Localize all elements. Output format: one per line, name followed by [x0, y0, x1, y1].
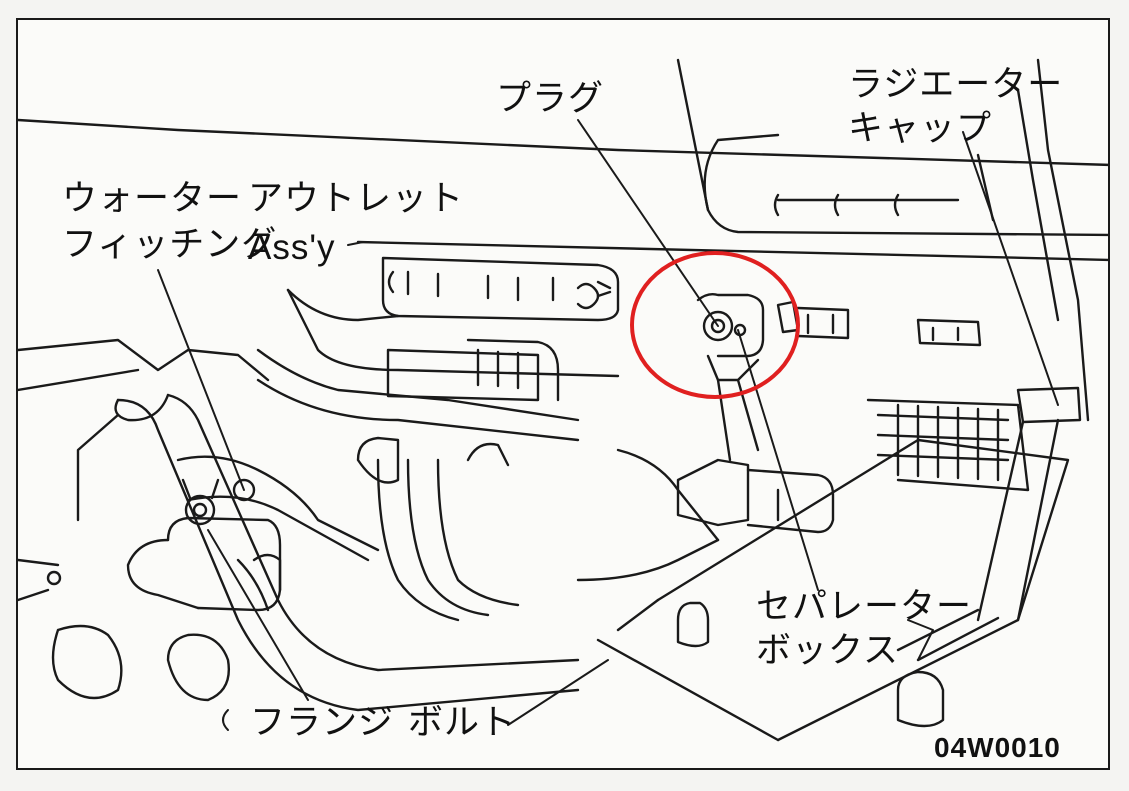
leader-bolt	[507, 659, 609, 726]
leader-plug	[577, 119, 719, 327]
water-fitting	[18, 478, 282, 702]
separator-box	[596, 386, 1082, 742]
label-radiator-cap-line1: ラジエーター	[848, 65, 1064, 105]
engine-line-drawing	[18, 58, 1108, 742]
leader-radiator-cap	[962, 131, 1059, 406]
hoses	[114, 348, 720, 712]
label-water-fitting-line2: フィッチング	[62, 225, 278, 265]
label-outlet-line2: Ass'y	[248, 228, 336, 267]
diagram-frame: プラグ ラジエーター キャップ ウォーター フィッチング アウトレット Ass'…	[16, 18, 1110, 770]
leader-water-fitting	[157, 269, 245, 491]
outlet-assembly	[18, 240, 1108, 522]
label-flange: フランジ	[250, 703, 395, 743]
label-bolt: ボルト	[408, 703, 517, 743]
leader-lines	[157, 119, 1059, 731]
label-radiator-cap-line2: キャップ	[848, 109, 993, 149]
label-separator-box-line2: ボックス	[756, 631, 899, 671]
figure-code: 04W0010	[934, 732, 1061, 763]
highlight-circle	[630, 251, 800, 399]
label-plug: プラグ	[496, 79, 605, 119]
label-outlet-line1: アウトレット	[248, 179, 465, 219]
leader-separator-box	[737, 329, 819, 591]
radiator-structure	[18, 58, 1108, 422]
leader-flange	[207, 529, 309, 701]
label-separator-box-line1: セパレーター	[756, 587, 973, 627]
label-water-fitting-line1: ウォーター	[62, 179, 243, 219]
